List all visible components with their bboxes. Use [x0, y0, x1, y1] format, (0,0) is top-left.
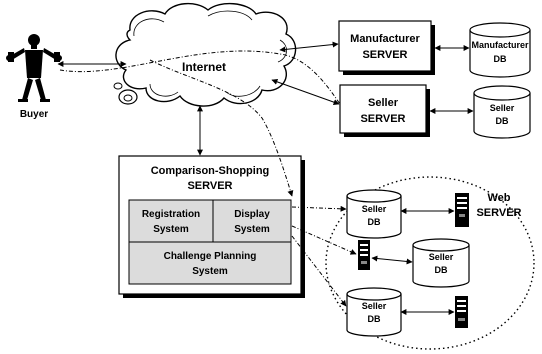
comparison-server-line2: SERVER	[187, 180, 232, 192]
web-server-tower-icon	[455, 193, 469, 227]
seller-server: Seller SERVER	[339, 84, 430, 137]
seller-server-line2: SERVER	[360, 113, 405, 125]
challenge-planning-line1: Challenge Planning	[164, 251, 257, 262]
web-seller-db-1-line2: DB	[368, 217, 381, 227]
web-seller-db-3-line2: DB	[368, 314, 381, 324]
manufacturer-server: Manufacturer SERVER	[338, 20, 435, 75]
challenge-planning-line2: System	[192, 266, 228, 277]
display-db2-link	[291, 225, 357, 255]
internet-label: Internet	[182, 60, 226, 74]
web-server-line1: Web	[487, 192, 510, 204]
cloud-blob-icon	[113, 82, 138, 105]
seller-db-top-line1: Seller	[490, 103, 515, 113]
manufacturer-db: Manufacturer DB	[469, 22, 531, 78]
display-db3-link	[291, 235, 347, 307]
challenge-planning-system: Challenge Planning System	[128, 241, 292, 285]
web-server-line2: SERVER	[476, 207, 521, 219]
display-system-line1: Display	[234, 209, 270, 220]
internet-manufacturer-link	[279, 41, 339, 53]
manufacturer-db-line1: Manufacturer	[471, 40, 529, 50]
registration-system: Registration System	[128, 199, 214, 243]
buyer-figure: Buyer	[6, 34, 62, 120]
server-db2-link	[371, 255, 413, 265]
seller-server-line1: Seller	[368, 97, 399, 109]
buyer-icon	[6, 34, 62, 102]
comparison-server-line1: Comparison-Shopping	[151, 165, 270, 177]
web-seller-db-3-line1: Seller	[362, 301, 387, 311]
manufacturer-server-line2: SERVER	[362, 49, 407, 61]
seller-db-top: Seller DB	[473, 85, 531, 139]
connectors	[57, 41, 474, 315]
internet-seller-link	[271, 78, 340, 106]
seller-db-top-line2: DB	[496, 116, 509, 126]
seller-web-boundary	[325, 176, 535, 350]
web-seller-db-3: Seller DB	[346, 287, 402, 337]
display-db1-link	[291, 205, 347, 212]
web-seller-db-2-line2: DB	[435, 265, 448, 275]
comparison-shopping-server: Comparison-Shopping SERVER Registration …	[118, 155, 305, 298]
registration-system-line1: Registration	[142, 209, 200, 220]
registration-system-line2: System	[153, 224, 189, 235]
server-tower-icon	[455, 296, 468, 328]
web-seller-db-2-line1: Seller	[429, 252, 454, 262]
web-seller-db-1: Seller DB	[346, 189, 402, 239]
buyer-seller-dashed-path	[59, 50, 341, 105]
web-seller-db-2: Seller DB	[412, 238, 470, 288]
manufacturer-server-line1: Manufacturer	[350, 33, 420, 45]
internet-cloud: Internet	[113, 3, 297, 107]
web-seller-db-1-line1: Seller	[362, 204, 387, 214]
manufacturer-db-line2: DB	[494, 54, 507, 64]
cloud-display-dashed-path	[149, 59, 294, 197]
buyer-label: Buyer	[20, 109, 48, 120]
display-system-line2: System	[234, 224, 270, 235]
display-system: Display System	[212, 199, 292, 243]
server-tower-icon	[358, 240, 370, 270]
